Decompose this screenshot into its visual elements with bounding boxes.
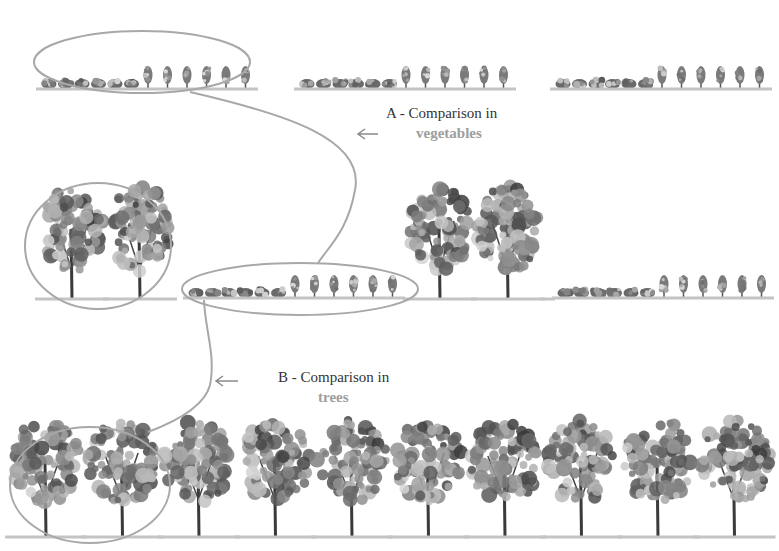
selection-ellipse (10, 427, 170, 543)
ground-line (294, 88, 516, 91)
tree-illustration (694, 415, 776, 537)
ground-line (388, 536, 470, 539)
tree-illustration (42, 187, 110, 299)
tree-illustration (309, 416, 390, 537)
comparison-curve (190, 92, 356, 263)
ground-line (541, 536, 623, 539)
comparison-curve (148, 300, 212, 432)
tree-illustration (541, 414, 617, 537)
ground-line (694, 536, 776, 539)
vegetable-row (189, 275, 398, 298)
ground-line (552, 297, 774, 300)
ground-line (183, 297, 405, 300)
selection-ellipse (182, 263, 418, 315)
tree-illustration (82, 419, 158, 537)
ground-line (35, 298, 109, 301)
tree-illustration (9, 420, 84, 537)
pointer-arrow (216, 376, 238, 386)
pointer-arrow (358, 129, 378, 139)
label-text: A - Comparison in (384, 104, 499, 122)
tree-illustration (621, 418, 698, 537)
ground-line (550, 88, 772, 91)
label-highlight: trees (316, 388, 351, 406)
comparison-marks (10, 31, 418, 543)
ground-line (36, 88, 258, 91)
ground-line (311, 536, 393, 539)
vegetable-row (558, 275, 767, 298)
ground-line (235, 536, 317, 539)
tree-illustration (242, 418, 316, 537)
ground-line (5, 536, 87, 539)
ground-line (403, 298, 477, 301)
tree-illustration (465, 419, 542, 537)
label-highlight: vegetables (414, 124, 484, 142)
ground-line (471, 298, 545, 301)
tree-illustration (108, 180, 175, 299)
tree-illustration (471, 179, 543, 299)
tree-illustration (405, 181, 474, 299)
ground-line (464, 536, 546, 539)
selection-ellipse (34, 31, 250, 93)
ground-line (617, 536, 699, 539)
vegetable-row (556, 66, 765, 90)
tree-illustration (390, 420, 468, 537)
selection-ellipse (25, 183, 171, 309)
ground-line (158, 536, 240, 539)
label-text: B - Comparison in (276, 368, 391, 386)
vegetable-row (299, 66, 508, 89)
